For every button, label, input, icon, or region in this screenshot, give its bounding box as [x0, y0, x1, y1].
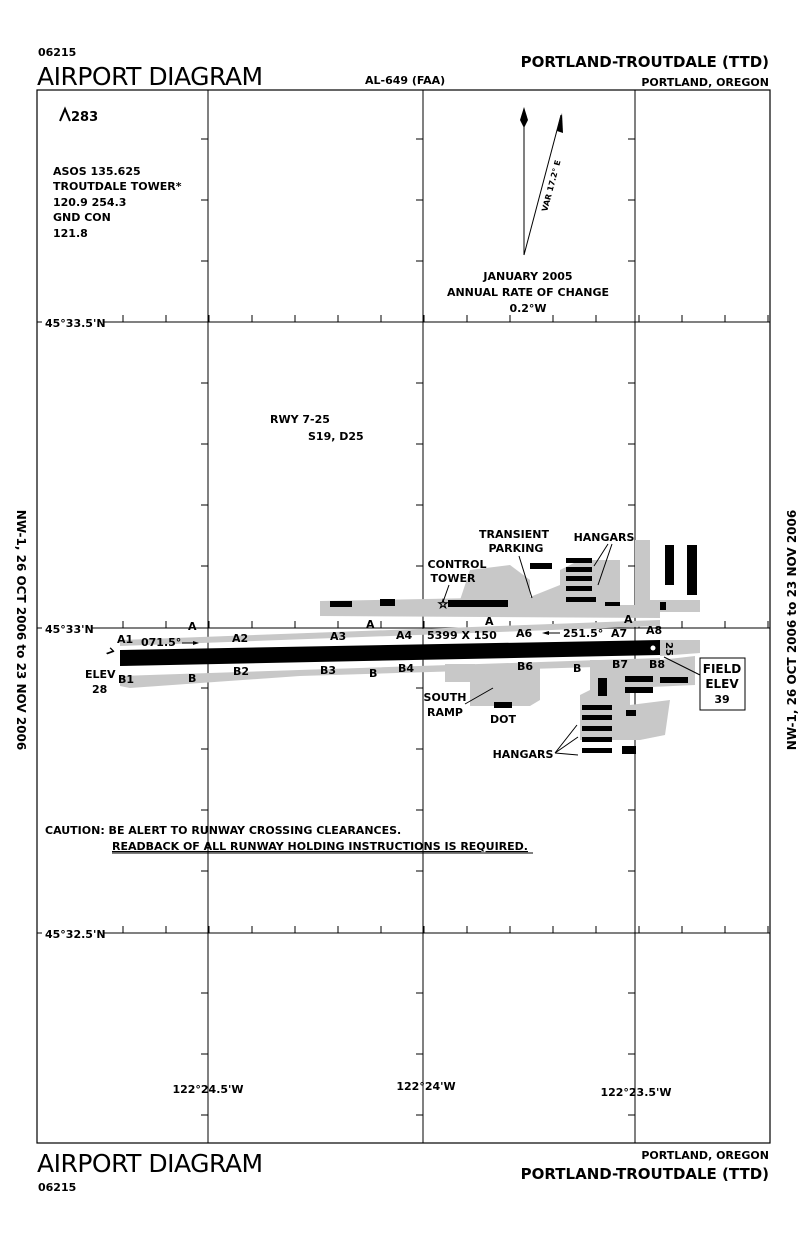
taxiway-label: B2 [233, 665, 249, 678]
longitude-label: 122°24.5'W [172, 1083, 243, 1096]
taxiway-label: B7 [612, 658, 628, 671]
latitude-label: 45°33'N [45, 623, 94, 636]
taxiway-label: A2 [232, 632, 248, 645]
south-ramp-label: SOUTH [424, 691, 467, 704]
frequency-item: GND CON [53, 211, 111, 224]
city-state: PORTLAND, OREGON [641, 76, 769, 89]
field-elev-label: ELEV [705, 677, 739, 691]
chart-frame [36, 89, 771, 1144]
runway-strength: S19, D25 [308, 430, 364, 443]
north-arrow-icon [520, 107, 563, 256]
frequency-item: 121.8 [53, 227, 88, 240]
chart-title: AIRPORT DIAGRAM [37, 62, 263, 91]
chart-number: 06215 [38, 46, 76, 59]
obstacle-elevation: 283 [71, 110, 98, 125]
longitude-label: 122°24'W [396, 1080, 455, 1093]
runway-end-marker [650, 645, 656, 651]
runway-heading-7: 071.5° [141, 636, 181, 649]
buildings [330, 545, 697, 754]
frequency-list: ASOS 135.625 TROUTDALE TOWER* 120.9 254.… [53, 165, 182, 240]
control-tower-icon: ☆ [438, 597, 449, 611]
field-elevation-box [699, 657, 746, 711]
rate-label: ANNUAL RATE OF CHANGE [447, 286, 609, 299]
taxiway-label: B4 [398, 662, 414, 675]
side-note-left: NW-1, 26 OCT 2006 to 23 NOV 2006 [14, 510, 28, 750]
field-elev-value: 39 [714, 693, 729, 706]
frequency-item: ASOS 135.625 [53, 165, 141, 178]
footer-title: AIRPORT DIAGRAM [37, 1149, 263, 1178]
runway-7-25 [120, 640, 660, 666]
runway-heading-25: 251.5° [563, 627, 603, 640]
transient-parking-label: TRANSIENT [479, 528, 549, 541]
transient-parking-label: PARKING [489, 542, 544, 555]
taxiway-label: A4 [396, 629, 413, 642]
airport-name: PORTLAND-TROUTDALE (TTD) [521, 53, 769, 71]
magnetic-variation: VAR 17.2° E [540, 159, 562, 212]
longitude-label: 122°23.5'W [600, 1086, 671, 1099]
latitude-label: 45°32.5'N [45, 928, 106, 941]
taxiway-label: A6 [516, 627, 533, 640]
elev-7-value: 28 [92, 683, 107, 696]
grid [36, 89, 771, 1144]
latitude-label: 45°33.5'N [45, 317, 106, 330]
hangars-south-label: HANGARS [493, 748, 554, 761]
runway-dimensions: 5399 X 150 [427, 629, 497, 642]
taxiway-label: B8 [649, 658, 665, 671]
elev-7-label: ELEV [85, 668, 116, 681]
footer-chart-number: 06215 [38, 1181, 76, 1194]
taxiway-label: A3 [330, 630, 346, 643]
frequency-item: TROUTDALE TOWER* [53, 180, 182, 193]
obstacle-icon [59, 106, 71, 122]
hangars-north-label: HANGARS [574, 531, 635, 544]
field-elev-label: FIELD [703, 662, 742, 676]
taxiway-label: B3 [320, 664, 336, 677]
control-tower-label: TOWER [431, 572, 477, 585]
taxiway-label: B6 [517, 660, 533, 673]
taxiway-label: A [188, 620, 197, 633]
runway-name: RWY 7-25 [270, 413, 330, 426]
procedure-id: AL-649 (FAA) [365, 74, 445, 87]
footer-airport-name: PORTLAND-TROUTDALE (TTD) [521, 1165, 769, 1183]
taxiway-label: B [573, 662, 581, 675]
taxiway-label: B1 [118, 673, 134, 686]
variation-date: JANUARY 2005 [482, 270, 572, 283]
control-tower-label: CONTROL [428, 558, 487, 571]
taxiway-label: A [366, 618, 375, 631]
side-note-right: NW-1, 26 OCT 2006 to 23 NOV 2006 [785, 510, 799, 750]
caution-line-2: READBACK OF ALL RUNWAY HOLDING INSTRUCTI… [112, 840, 528, 853]
runway-end-7: 7 [103, 646, 116, 659]
south-ramp-label: RAMP [427, 706, 463, 719]
footer-city-state: PORTLAND, OREGON [641, 1149, 769, 1162]
runway-end-25: 25 [663, 642, 674, 656]
taxiway-label: A8 [646, 624, 662, 637]
taxiway-labels: A1 A2 A3 A4 A6 A7 A8 A A A A B1 B2 B3 B4… [117, 613, 665, 686]
caution-line-1: CAUTION: BE ALERT TO RUNWAY CROSSING CLE… [45, 824, 401, 837]
taxiway-label: A1 [117, 633, 133, 646]
frequency-item: 120.9 254.3 [53, 196, 126, 209]
taxiway-label: A [485, 615, 494, 628]
taxiway-label: A7 [611, 627, 627, 640]
taxiway-label: B [369, 667, 377, 680]
taxiway-label: B [188, 672, 196, 685]
taxiway-label: A [624, 613, 633, 626]
rate-value: 0.2°W [509, 302, 546, 315]
dot-label: DOT [490, 713, 516, 726]
grid-ticks [122, 138, 769, 1116]
